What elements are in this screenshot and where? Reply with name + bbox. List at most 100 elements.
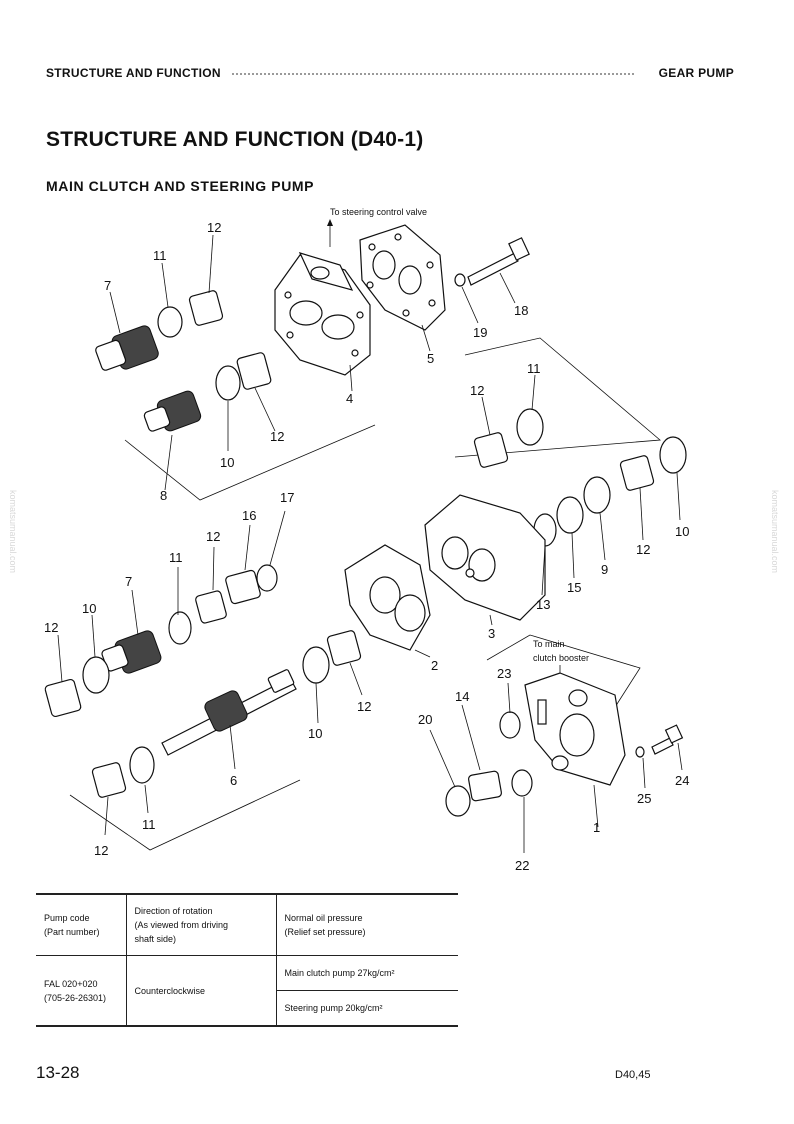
label-12: 12 (206, 529, 220, 544)
label-11: 11 (153, 248, 167, 263)
cell-pressure-steering: Steering pump 20kg/cm² (276, 990, 458, 1027)
part-20-snap-ring (445, 785, 471, 817)
frame-lines (69, 337, 661, 851)
part-24-bolt (651, 724, 684, 755)
page-title: STRUCTURE AND FUNCTION (D40-1) (46, 128, 424, 151)
label-23: 23 (497, 666, 511, 681)
part-11-lower-bushing (129, 746, 155, 784)
part-12-lower-bearing (91, 762, 127, 798)
label-10: 10 (308, 726, 322, 741)
exploded-pump-diagram: To steering control valve (44, 207, 689, 873)
label-10: 10 (675, 524, 689, 539)
label-12: 12 (470, 383, 484, 398)
label-7: 7 (125, 574, 132, 589)
part-15-bearing (556, 496, 584, 534)
part-12-upper-bearing-a (188, 290, 224, 326)
header-pump-code: Pump code (Part number) (36, 893, 127, 956)
label-12: 12 (636, 542, 650, 557)
part-10-left-bushing (82, 656, 110, 694)
spec-header-row: Pump code (Part number) Direction of rot… (36, 893, 458, 956)
label-8: 8 (160, 488, 167, 503)
label-12: 12 (207, 220, 221, 235)
label-18: 18 (514, 303, 528, 318)
part-12-left-bearing-b (44, 678, 82, 718)
page-number: 13-28 (36, 1063, 80, 1082)
label-9: 9 (601, 562, 608, 577)
label-1: 1 (593, 820, 600, 835)
part-7-lower-gear (101, 630, 162, 674)
label-12: 12 (270, 429, 284, 444)
label-11: 11 (527, 361, 541, 376)
label-6: 6 (230, 773, 237, 788)
label-10: 10 (220, 455, 234, 470)
header-leader-dots (232, 73, 634, 75)
part-10-upper-bushing (215, 365, 241, 401)
part-23-o-ring (499, 711, 521, 739)
part-2-plate (344, 544, 431, 651)
watermark-left: komatsumanual.com (8, 490, 18, 574)
leader-lines (57, 234, 683, 853)
label-2: 2 (431, 658, 438, 673)
header-section-title: STRUCTURE AND FUNCTION (46, 66, 221, 80)
header-direction: Direction of rotation (As viewed from dr… (126, 893, 277, 956)
label-11: 11 (169, 550, 183, 565)
part-9-ring (583, 476, 611, 514)
label-12: 12 (44, 620, 58, 635)
part-labels: 12 11 7 4 5 19 18 12 10 8 11 12 10 12 9 … (44, 220, 689, 873)
note-steering-valve: To steering control valve (330, 207, 427, 217)
cell-pressure-main: Main clutch pump 27kg/cm² (276, 955, 458, 991)
note-booster-2: clutch booster (533, 653, 589, 663)
part-11-right-bushing (516, 408, 544, 446)
label-5: 5 (427, 351, 434, 366)
spec-data-row-1: FAL 020+020 (705-26-26301) Counterclockw… (36, 955, 458, 1027)
part-8-gear (143, 390, 202, 432)
part-12-right-bearing-b (619, 455, 655, 491)
label-25: 25 (637, 791, 651, 806)
cell-direction: Counterclockwise (126, 955, 277, 1027)
part-7-upper-gear (95, 325, 159, 371)
spec-data-row-2: Steering pump 20kg/cm² (36, 990, 458, 1027)
label-19: 19 (473, 325, 487, 340)
part-16-cover (225, 569, 261, 605)
label-13: 13 (536, 597, 550, 612)
part-25-washer (635, 746, 645, 758)
label-12: 12 (357, 699, 371, 714)
part-4-upper-body (274, 252, 371, 376)
model-code: D40,45 (615, 1069, 651, 1081)
label-24: 24 (675, 773, 689, 788)
pump-spec-table: Pump code (Part number) Direction of rot… (36, 893, 458, 1027)
arrow-head-steering (327, 219, 333, 226)
part-11-left-bushing (168, 611, 192, 645)
part-12-left-bearing-a (195, 590, 227, 624)
header-pressure: Normal oil pressure (Relief set pressure… (276, 893, 458, 956)
label-17: 17 (280, 490, 294, 505)
label-3: 3 (488, 626, 495, 641)
part-19-washer (454, 273, 466, 287)
label-10: 10 (82, 601, 96, 616)
header-topic: GEAR PUMP (658, 66, 734, 80)
label-7: 7 (104, 278, 111, 293)
part-12-shaft-bearing (326, 630, 362, 666)
label-15: 15 (567, 580, 581, 595)
part-3-body (424, 494, 546, 621)
label-20: 20 (418, 712, 432, 727)
part-10-shaft-bushing (302, 646, 330, 684)
label-14: 14 (455, 689, 469, 704)
part-5-upper-plate (359, 224, 446, 331)
section-subtitle: MAIN CLUTCH AND STEERING PUMP (46, 178, 315, 194)
part-6-drive-shaft (161, 669, 297, 756)
part-14-seal (468, 770, 502, 802)
part-12-upper-bearing-b (236, 352, 272, 390)
label-12: 12 (94, 843, 108, 858)
part-18-bolt (467, 237, 530, 286)
cell-pump-code: FAL 020+020 (705-26-26301) (36, 955, 127, 1027)
part-11-upper-bushing (157, 306, 183, 338)
label-4: 4 (346, 391, 353, 406)
watermark-right: komatsumanual.com (770, 490, 780, 574)
label-22: 22 (515, 858, 529, 873)
part-22-o-ring (511, 769, 533, 797)
part-12-right-bearing-a (473, 432, 509, 468)
label-11: 11 (142, 817, 156, 832)
part-10-right-bushing (659, 436, 687, 474)
part-1-front-cover (524, 672, 626, 786)
